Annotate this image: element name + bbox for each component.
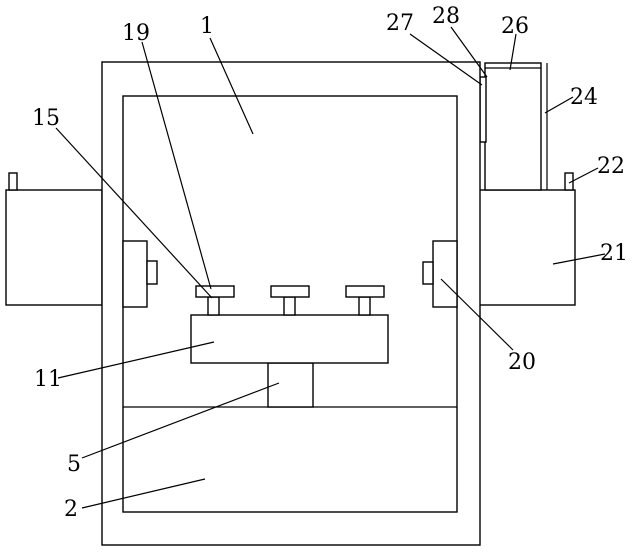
holder-stem-3 xyxy=(359,297,370,315)
label-27: 27 xyxy=(386,11,414,36)
label-2: 2 xyxy=(64,497,78,522)
label-1: 1 xyxy=(200,14,214,39)
holder-stem-2 xyxy=(284,297,295,315)
left-side-housing xyxy=(6,190,102,305)
label-24: 24 xyxy=(570,85,598,110)
leader-24 xyxy=(545,97,573,113)
left-clamp-block xyxy=(123,241,147,307)
label-15: 15 xyxy=(32,106,60,131)
holder-stem-1 xyxy=(208,297,219,315)
label-26: 26 xyxy=(501,14,529,39)
right-clamp-tab xyxy=(423,262,433,284)
label-28: 28 xyxy=(432,4,460,29)
label-11: 11 xyxy=(34,367,62,392)
label-19: 19 xyxy=(122,21,150,46)
label-22: 22 xyxy=(597,154,625,179)
label-20: 20 xyxy=(508,350,536,375)
holder-cap-2 xyxy=(271,286,309,297)
left-clamp-tab xyxy=(147,261,157,284)
right-side-housing xyxy=(478,190,575,305)
vertical-tube xyxy=(485,63,541,190)
label-21: 21 xyxy=(600,241,628,266)
work-platform xyxy=(191,315,388,363)
left-side-pin xyxy=(9,173,17,190)
tube-strip xyxy=(480,77,486,142)
right-clamp-block xyxy=(433,241,457,307)
holder-cap-3 xyxy=(346,286,384,297)
label-5: 5 xyxy=(67,452,81,477)
